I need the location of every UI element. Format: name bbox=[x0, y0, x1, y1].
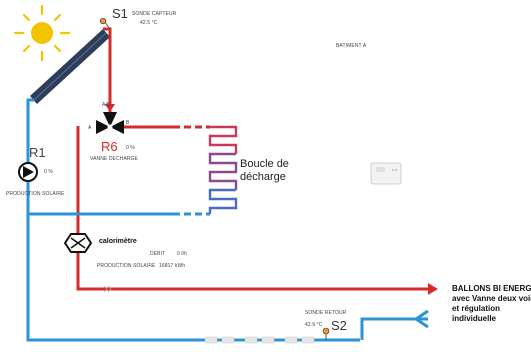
sensor-s2-temp: 42.9 °C bbox=[305, 322, 323, 328]
valve-pct: 0 % bbox=[126, 145, 135, 151]
calorimeter-production-label: PRODUCTION SOLAIRE bbox=[97, 263, 156, 269]
valve-port-a: A bbox=[88, 125, 92, 131]
bottom-boxes bbox=[204, 336, 315, 344]
pump-icon bbox=[18, 162, 38, 182]
arrow-icon bbox=[105, 104, 115, 112]
discharge-loop bbox=[208, 125, 238, 214]
sensor-dot-icon bbox=[322, 327, 330, 340]
flow-chevrons bbox=[103, 285, 112, 293]
sensor-s2-name: SONDE RETOUR bbox=[305, 310, 347, 316]
valve-port-b: B bbox=[126, 120, 130, 126]
building-label: BATIMENT A bbox=[336, 43, 367, 49]
feed-line bbox=[76, 126, 428, 291]
tanks-label: BALLONS BI ENERGIE avec Vanne deux voies… bbox=[452, 284, 531, 323]
sun-icon bbox=[13, 4, 71, 62]
arrow-icon bbox=[413, 309, 429, 329]
collector-return-line bbox=[26, 98, 360, 342]
calorimeter-debit-value: 0 l/h bbox=[177, 251, 187, 257]
three-way-valve-icon bbox=[96, 112, 124, 134]
sensor-dot-icon bbox=[99, 17, 111, 30]
solar-panel-icon bbox=[30, 29, 110, 104]
valve-label: VANNE DECHARGE bbox=[90, 156, 138, 162]
calorimeter-production-value: 16817 kWh bbox=[159, 263, 186, 269]
sensor-s1-name: SONDE CAPTEUR bbox=[132, 11, 177, 17]
sensor-s1-id: S1 bbox=[112, 6, 128, 21]
sensor-s2-id: S2 bbox=[331, 318, 347, 333]
calorimeter-title: calorimètre bbox=[99, 238, 137, 245]
valve-id: R6 bbox=[101, 139, 118, 154]
loop-label: Boucle de décharge bbox=[240, 158, 289, 183]
pump-pct: 0 % bbox=[44, 169, 53, 175]
calorimeter-debit-label: DEBIT bbox=[150, 251, 166, 257]
return-line bbox=[360, 317, 428, 340]
valve-port-ab: A/B bbox=[102, 102, 111, 108]
calorimeter-icon bbox=[63, 233, 93, 253]
pump-label: PRODUCTION SOLAIRE bbox=[6, 191, 65, 197]
sensor-s1-temp: 42.5 °C bbox=[140, 20, 158, 26]
pump-id: R1 bbox=[29, 145, 46, 160]
controller-icon bbox=[370, 162, 402, 185]
arrow-icon bbox=[428, 283, 438, 295]
